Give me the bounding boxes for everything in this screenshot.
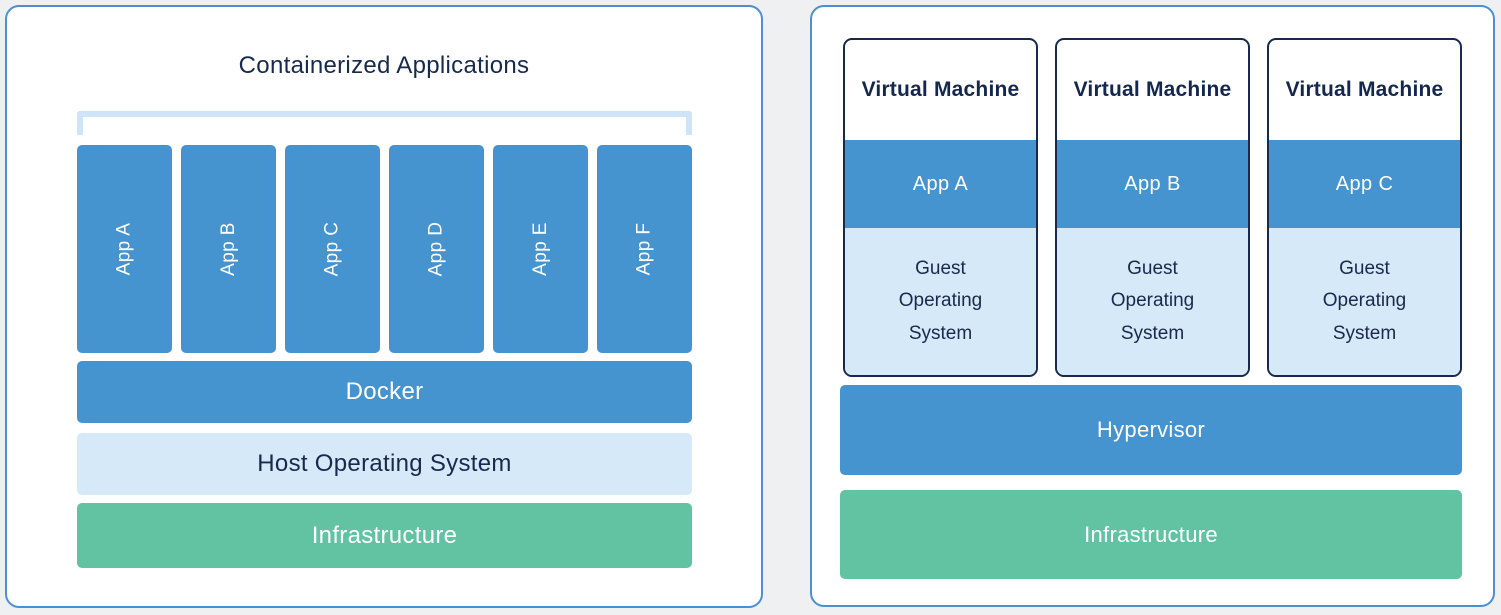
container-app-e-label: App E [529, 222, 551, 276]
container-app-b: App B [181, 145, 276, 353]
vm-3-app: App C [1269, 140, 1460, 228]
container-apps-row: App A App B App C App D App E App F [77, 145, 692, 353]
container-app-d-label: App D [425, 221, 447, 277]
container-app-c-label: App C [321, 221, 343, 277]
container-app-a: App A [77, 145, 172, 353]
container-app-c: App C [285, 145, 380, 353]
container-app-b-label: App B [217, 222, 239, 276]
container-group-bracket-icon [77, 111, 692, 135]
vm-1-title: Virtual Machine [861, 78, 1020, 101]
vm-2-app: App B [1057, 140, 1248, 228]
virtual-machines-panel: Virtual Machine App A Guest Operating Sy… [810, 5, 1495, 607]
container-app-e: App E [493, 145, 588, 353]
container-app-d: App D [389, 145, 484, 353]
vm-2-title: Virtual Machine [1073, 78, 1232, 101]
containers-infrastructure-layer: Infrastructure [77, 503, 692, 568]
hypervisor-layer: Hypervisor [840, 385, 1462, 475]
vm-3-guest-os: Guest Operating System [1269, 228, 1460, 375]
vm-infrastructure-layer: Infrastructure [840, 490, 1462, 579]
vm-2-guest-os: Guest Operating System [1057, 228, 1248, 375]
container-app-f-label: App F [633, 222, 655, 276]
container-app-a-label: App A [113, 222, 135, 276]
vm-1-app: App A [845, 140, 1036, 228]
vm-1-guest-os: Guest Operating System [845, 228, 1036, 375]
vm-3-title: Virtual Machine [1285, 78, 1444, 101]
vm-box-2: Virtual Machine App B Guest Operating Sy… [1055, 38, 1250, 377]
container-app-f: App F [597, 145, 692, 353]
host-os-layer: Host Operating System [77, 433, 692, 495]
containers-panel: Containerized Applications App A App B A… [5, 5, 763, 608]
docker-layer: Docker [77, 361, 692, 423]
vm-row: Virtual Machine App A Guest Operating Sy… [843, 38, 1462, 377]
vm-box-3: Virtual Machine App C Guest Operating Sy… [1267, 38, 1462, 377]
containers-panel-title: Containerized Applications [238, 52, 530, 79]
vm-box-1: Virtual Machine App A Guest Operating Sy… [843, 38, 1038, 377]
